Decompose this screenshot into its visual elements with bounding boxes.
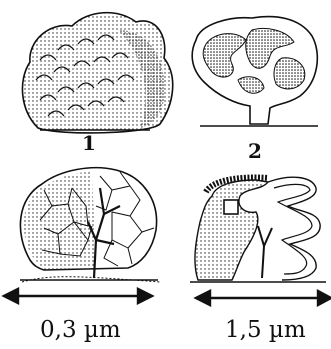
label-2: 2 — [248, 139, 262, 163]
label-1: 1 — [82, 131, 96, 155]
drawing-1-external-view — [22, 13, 172, 133]
scale-bar-left — [4, 289, 152, 303]
scale-bar-right — [196, 291, 331, 305]
drawing-2-section-view — [190, 177, 326, 282]
drawing-2-external-view — [192, 17, 318, 126]
scale-label-right: 1,5 µm — [225, 317, 306, 343]
drawing-1-section-view — [20, 168, 160, 282]
scale-label-left: 0,3 µm — [40, 317, 121, 343]
